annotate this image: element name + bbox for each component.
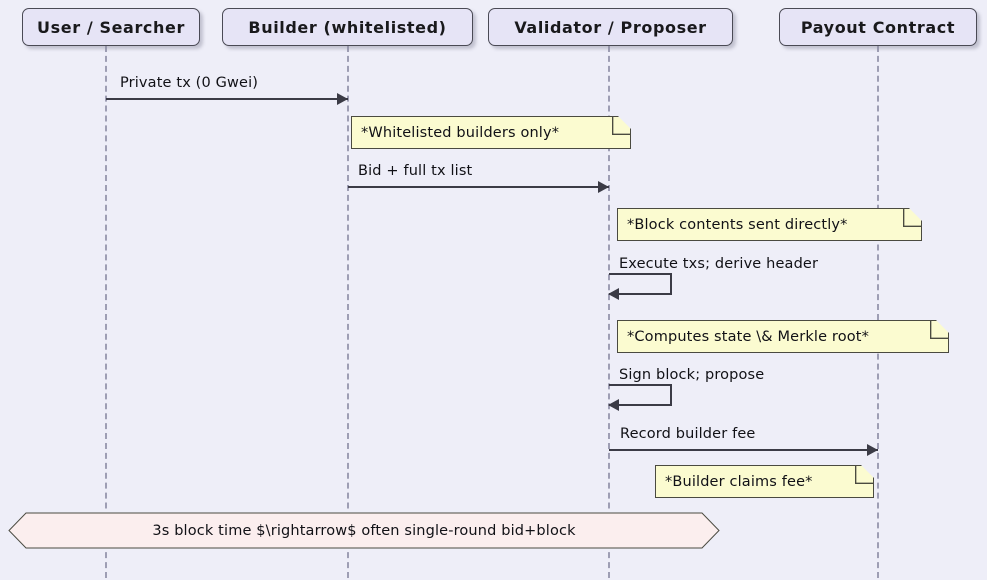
participant-payout[interactable]: Payout Contract <box>779 8 977 46</box>
footer-banner-text: 3s block time $\rightarrow$ often single… <box>152 522 576 539</box>
message-label-m1: Private tx (0 Gwei) <box>120 75 259 91</box>
arrowhead-m3 <box>608 288 619 300</box>
footer-banner-shape <box>8 512 720 549</box>
note-fold-corner-icon <box>618 116 631 129</box>
note-text: *Builder claims fee* <box>665 473 813 490</box>
self-message-loop-m3 <box>609 273 672 295</box>
note-text: *Computes state \& Merkle root* <box>627 328 869 345</box>
note-n3: *Computes state \& Merkle root* <box>617 320 949 353</box>
participant-validator[interactable]: Validator / Proposer <box>488 8 733 46</box>
lifeline-builder <box>347 46 349 578</box>
note-text: *Block contents sent directly* <box>627 216 848 233</box>
self-message-loop-m4 <box>609 384 672 406</box>
participant-label: Payout Contract <box>800 17 956 37</box>
note-n2: *Block contents sent directly* <box>617 208 922 241</box>
message-label-m5: Record builder fee <box>620 426 756 442</box>
arrowhead-m5 <box>867 444 878 456</box>
lifeline-user <box>105 46 107 578</box>
lifeline-validator <box>608 46 610 578</box>
message-label-m2: Bid + full tx list <box>358 163 473 179</box>
participant-label: Validator / Proposer <box>514 17 707 37</box>
participant-label: Builder (whitelisted) <box>248 17 447 37</box>
arrowhead-m4 <box>608 399 619 411</box>
note-n4: *Builder claims fee* <box>655 465 874 498</box>
message-line-m5 <box>609 449 878 451</box>
lifeline-payout <box>877 46 879 578</box>
note-fold-corner-icon <box>861 465 874 478</box>
message-label-m3: Execute txs; derive header <box>619 256 819 272</box>
note-n1: *Whitelisted builders only* <box>351 116 631 149</box>
note-fold-corner-icon <box>909 208 922 221</box>
arrowhead-m1 <box>337 93 348 105</box>
note-fold-corner-icon <box>936 320 949 333</box>
arrowhead-m2 <box>598 181 609 193</box>
footer-banner: 3s block time $\rightarrow$ often single… <box>8 512 720 549</box>
participant-builder[interactable]: Builder (whitelisted) <box>222 8 473 46</box>
participant-label: User / Searcher <box>37 17 185 37</box>
note-text: *Whitelisted builders only* <box>361 124 560 141</box>
message-label-m4: Sign block; propose <box>619 367 765 383</box>
message-line-m2 <box>348 186 609 188</box>
message-line-m1 <box>106 98 348 100</box>
participant-user[interactable]: User / Searcher <box>22 8 200 46</box>
